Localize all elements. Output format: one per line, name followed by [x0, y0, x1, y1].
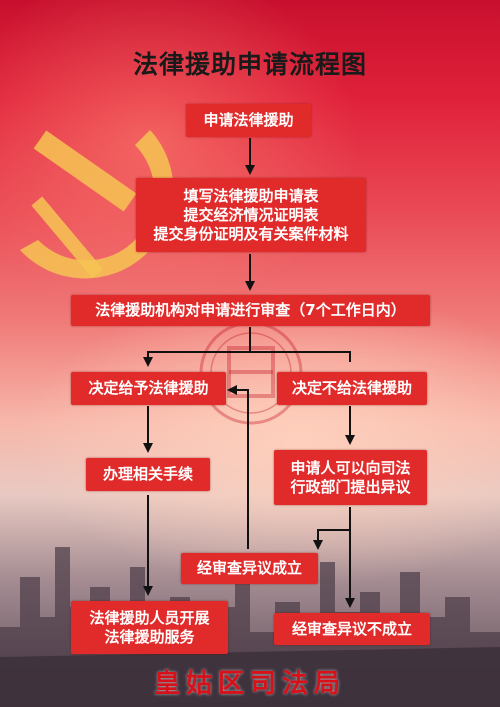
step-objection-upheld: 经审查异议成立: [181, 553, 318, 584]
step-review: 法律援助机构对申请进行审查（7个工作日内）: [71, 295, 430, 326]
page-title: 法律援助申请流程图: [132, 50, 367, 79]
arrow-review-split: [143, 327, 251, 367]
step-fill-forms: 填写法律援助申请表 提交经济情况证明表 提交身份证明及有关案件材料: [136, 178, 366, 252]
step-objection-rejected: 经审查异议不成立: [274, 613, 430, 645]
city-skyline-image: [0, 547, 500, 707]
step-objection: 申请人可以向司法 行政部门提出异议: [274, 450, 427, 505]
step-procedures: 办理相关手续: [86, 458, 210, 491]
hammer-sickle-emblem-icon: [20, 130, 174, 279]
arrow-upheld-to-grant: [227, 385, 249, 549]
step-apply: 申请法律援助: [186, 104, 311, 137]
step-grant: 决定给予法律援助: [71, 372, 226, 405]
step-deny: 决定不给法律援助: [277, 372, 427, 405]
footer-organization: 皇姑区司法局: [153, 669, 346, 699]
arrow-objection-to-upheld: [313, 529, 350, 550]
arrow-review-split-right: [250, 351, 351, 362]
step-service: 法律援助人员开展 法律援助服务: [71, 601, 228, 654]
